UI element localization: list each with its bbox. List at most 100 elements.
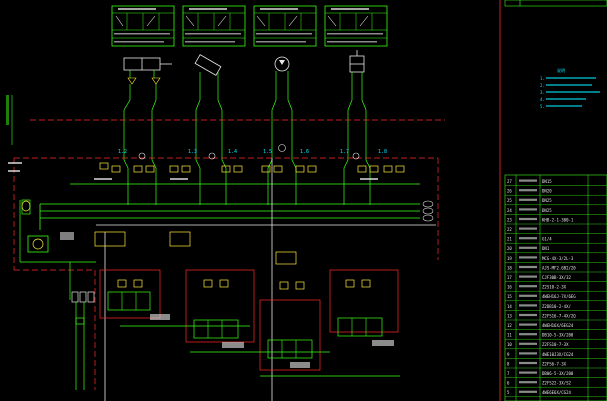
hydraulic-cylinder-4 bbox=[349, 50, 365, 82]
red-dashed-lines bbox=[13, 119, 445, 390]
branch-label-3: 1.4 bbox=[228, 149, 237, 155]
header-table-1 bbox=[111, 5, 175, 47]
filter-block bbox=[71, 291, 95, 390]
title-box-top-right bbox=[504, 0, 607, 7]
vertical-pipes bbox=[123, 82, 371, 205]
branch-labels: 1.2 1.3 1.4 1.5 1.6 1.7 1.8 bbox=[118, 149, 387, 155]
bom-row-code: 4WEH16X/6EG24 bbox=[542, 323, 574, 328]
bom-row-name bbox=[519, 342, 537, 345]
bom-row-name bbox=[519, 208, 537, 211]
bom-row-name bbox=[519, 189, 537, 192]
bom-row-code: CJF30B-3X/32 bbox=[542, 275, 571, 280]
bom-row-code: 4WE10J3X/CG24 bbox=[542, 352, 574, 357]
top-tables bbox=[111, 5, 388, 47]
hydraulic-cylinder-2 bbox=[194, 54, 222, 82]
bom-row-code: DN25 bbox=[542, 198, 552, 203]
notes-line-5: 5. bbox=[540, 104, 545, 109]
bom-row-code: MCG-4X-3/2L-3 bbox=[542, 256, 574, 261]
pressure-gauges bbox=[138, 144, 360, 160]
bom-row-code: DB10-5-3X/200 bbox=[542, 333, 574, 338]
bom-row-name bbox=[519, 275, 537, 278]
header-table-2 bbox=[182, 5, 246, 47]
valve-station-3 bbox=[259, 251, 321, 371]
branch-label-1: 1.2 bbox=[118, 149, 127, 155]
bom-row-number: 8 bbox=[507, 361, 510, 366]
bom-row-name bbox=[519, 381, 537, 384]
bom-row-code: DB06-5-3X/200 bbox=[542, 371, 574, 376]
main-lines bbox=[39, 183, 436, 230]
bom-row-number: 13 bbox=[507, 313, 512, 318]
bom-row-name bbox=[519, 246, 537, 249]
bom-row-code: DN15 bbox=[542, 179, 552, 184]
bom-row-number: 23 bbox=[507, 217, 512, 222]
bom-row-number: 11 bbox=[507, 333, 512, 338]
bom-row-name bbox=[519, 285, 537, 288]
notes-block: 说明 1. 2. 3. 4. 5. bbox=[540, 67, 600, 109]
check-valve-row bbox=[94, 162, 405, 180]
bom-row-number: 14 bbox=[507, 304, 512, 309]
bom-row-number: 5 bbox=[507, 390, 510, 395]
bom-row-number: 27 bbox=[507, 179, 512, 184]
bom-row-name bbox=[519, 198, 537, 201]
actuators bbox=[123, 50, 365, 85]
valve-station-4 bbox=[329, 269, 399, 346]
bom-row-code: Z2S10-2-3X bbox=[542, 285, 567, 290]
valve-station-2 bbox=[169, 231, 255, 348]
bom-row-number: 16 bbox=[507, 285, 512, 290]
hydraulic-cylinder-1 bbox=[123, 57, 172, 85]
bom-row-number: 7 bbox=[507, 371, 510, 376]
bom-row-number: 17 bbox=[507, 275, 512, 280]
branch-label-6: 1.7 bbox=[340, 149, 349, 155]
header-table-3 bbox=[253, 5, 317, 47]
hydraulic-motor bbox=[274, 56, 290, 82]
bom-row-code: Z2FS22-3X/S2 bbox=[542, 381, 571, 386]
bom-row-name bbox=[519, 352, 537, 355]
notes-line-4: 4. bbox=[540, 97, 545, 102]
pump-unit bbox=[8, 162, 96, 300]
bottom-lines bbox=[120, 325, 400, 377]
notes-title: 说明 bbox=[557, 67, 565, 73]
bom-row-code: G1/4 bbox=[542, 237, 552, 242]
bom-row-number: 12 bbox=[507, 323, 512, 328]
bom-row-code: DN25 bbox=[542, 208, 552, 213]
bom-row-code: Z2DB10-2-4X/ bbox=[542, 304, 571, 309]
station-check-valves bbox=[117, 279, 371, 290]
left-side-marker bbox=[6, 95, 13, 145]
bom-row-number: 25 bbox=[507, 198, 512, 203]
bom-row-name bbox=[519, 313, 537, 317]
bom-row-code: KHB-2-1-300-1 bbox=[542, 217, 574, 222]
bom-row-number: 20 bbox=[507, 246, 512, 251]
bom-row-name bbox=[519, 390, 537, 393]
bom-row-code: DN20 bbox=[542, 189, 552, 194]
bom-row-name bbox=[519, 256, 537, 259]
bom-row-name bbox=[519, 304, 537, 307]
bom-row-name bbox=[519, 294, 537, 297]
bom-row-name bbox=[519, 323, 537, 326]
bom-row-name bbox=[519, 237, 537, 240]
bom-row-number: 22 bbox=[507, 227, 512, 232]
header-table-4 bbox=[324, 5, 388, 47]
bom-row-number: 18 bbox=[507, 265, 512, 270]
bom-row-code: 4WEH16J-7X/6EG bbox=[542, 294, 576, 299]
bom-row-code: AJS-MF2.6B2/20 bbox=[542, 265, 576, 270]
bom-row-name bbox=[519, 265, 537, 269]
bom-row-name bbox=[519, 333, 537, 336]
bom-row-number: 26 bbox=[507, 189, 512, 194]
port-markers bbox=[422, 200, 434, 222]
bom-row-code: DN1 bbox=[542, 246, 550, 251]
white-axis-lines bbox=[104, 158, 273, 401]
notes-line-1: 1. bbox=[540, 76, 545, 81]
notes-line-2: 2. bbox=[540, 83, 545, 88]
bom-row-number: 21 bbox=[507, 237, 512, 242]
bom-row-name bbox=[519, 371, 537, 374]
bom-row-name bbox=[519, 361, 537, 365]
bom-row-number: 24 bbox=[507, 208, 512, 213]
bom-row-number: 9 bbox=[507, 352, 510, 357]
bom-row-code: Z2FS6-7-3X bbox=[542, 361, 567, 366]
bom-row-number: 6 bbox=[507, 381, 510, 386]
branch-label-2: 1.3 bbox=[188, 149, 197, 155]
bom-row-number: 15 bbox=[507, 294, 512, 299]
bom-row-name bbox=[519, 179, 537, 182]
